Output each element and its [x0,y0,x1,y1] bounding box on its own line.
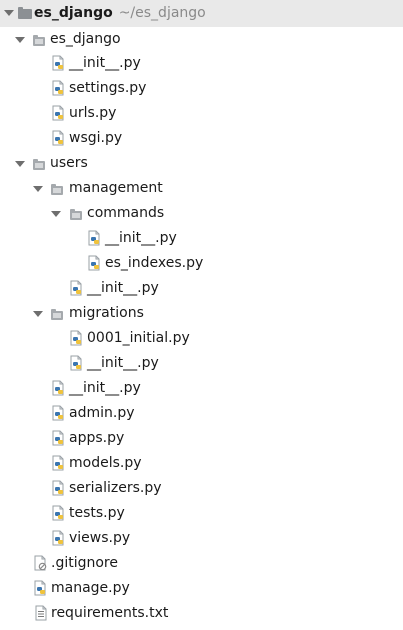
python-file-icon [51,55,67,71]
chevron-down-icon[interactable] [15,37,25,43]
tree-row-file[interactable]: __init__.py [0,351,403,376]
tree-row-file[interactable]: __init__.py [0,226,403,251]
folder-icon [70,209,82,220]
gitignore-file-icon [33,555,49,571]
tree-row-label: es_indexes.py [105,255,204,271]
chevron-down-icon[interactable] [4,10,14,16]
tree-row-label: __init__.py [69,55,141,71]
tree-row-file[interactable]: tests.py [0,501,403,526]
tree-row-label: urls.py [69,105,117,121]
tree-row-label: manage.py [51,580,130,596]
text-file-icon [33,605,49,621]
tree-row-file[interactable]: apps.py [0,426,403,451]
folder-icon [51,309,63,320]
python-file-icon [51,455,67,471]
python-file-icon [51,380,67,396]
tree-row-file[interactable]: 0001_initial.py [0,326,403,351]
tree-row-label: migrations [69,305,144,321]
tree-row-es-django-folder[interactable]: es_django [0,27,403,52]
chevron-down-icon[interactable] [15,161,25,167]
tree-row-label: es_django [50,31,121,47]
python-file-icon [69,330,85,346]
tree-row-project-root[interactable]: es_django~/es_django [0,0,403,27]
project-name-label: es_django~/es_django [34,5,206,21]
tree-row-label: admin.py [69,405,135,421]
tree-row-label: 0001_initial.py [87,330,190,346]
python-file-icon [51,130,67,146]
tree-row-file[interactable]: __init__.py [0,276,403,301]
tree-row-file[interactable]: __init__.py [0,51,403,76]
chevron-down-icon[interactable] [51,211,61,217]
tree-row-file[interactable]: __init__.py [0,376,403,401]
tree-row-label: users [50,155,88,171]
project-path-label: ~/es_django [118,5,206,21]
python-file-icon [51,530,67,546]
folder-icon [33,35,45,46]
tree-row-file[interactable]: wsgi.py [0,126,403,151]
tree-row-label: serializers.py [69,480,162,496]
tree-row-file[interactable]: serializers.py [0,476,403,501]
python-file-icon [51,430,67,446]
folder-icon [51,184,63,195]
tree-row-label: views.py [69,530,131,546]
tree-row-label: models.py [69,455,142,471]
python-file-icon [51,105,67,121]
tree-row-label: management [69,180,163,196]
tree-row-file[interactable]: urls.py [0,101,403,126]
tree-row-label: __init__.py [105,230,177,246]
python-file-icon [51,505,67,521]
tree-row-file[interactable]: models.py [0,451,403,476]
tree-row-label: __init__.py [69,380,141,396]
tree-row-file[interactable]: settings.py [0,76,403,101]
tree-row-file[interactable]: requirements.txt [0,601,403,626]
tree-row-file[interactable]: .gitignore [0,551,403,576]
tree-row-label: __init__.py [87,355,159,371]
tree-row-file[interactable]: es_indexes.py [0,251,403,276]
chevron-down-icon[interactable] [33,186,43,192]
tree-row-label: commands [87,205,165,221]
python-file-icon [69,355,85,371]
tree-row-label: apps.py [69,430,125,446]
python-file-icon [51,480,67,496]
chevron-down-icon[interactable] [33,311,43,317]
python-file-icon [51,80,67,96]
folder-icon [18,7,32,19]
python-file-icon [69,280,85,296]
python-file-icon [33,580,49,596]
folder-icon [33,159,45,170]
tree-row-file[interactable]: views.py [0,526,403,551]
tree-row-label: tests.py [69,505,125,521]
tree-row-management-folder[interactable]: management [0,176,403,201]
tree-row-file[interactable]: manage.py [0,576,403,601]
tree-row-migrations-folder[interactable]: migrations [0,301,403,326]
python-file-icon [87,255,103,271]
tree-row-label: requirements.txt [51,605,169,621]
tree-row-file[interactable]: admin.py [0,401,403,426]
python-file-icon [51,405,67,421]
tree-row-label: settings.py [69,80,147,96]
tree-row-commands-folder[interactable]: commands [0,201,403,226]
tree-row-label: wsgi.py [69,130,123,146]
tree-row-users-folder[interactable]: users [0,151,403,176]
tree-row-label: __init__.py [87,280,159,296]
python-file-icon [87,230,103,246]
tree-row-label: .gitignore [51,555,118,571]
